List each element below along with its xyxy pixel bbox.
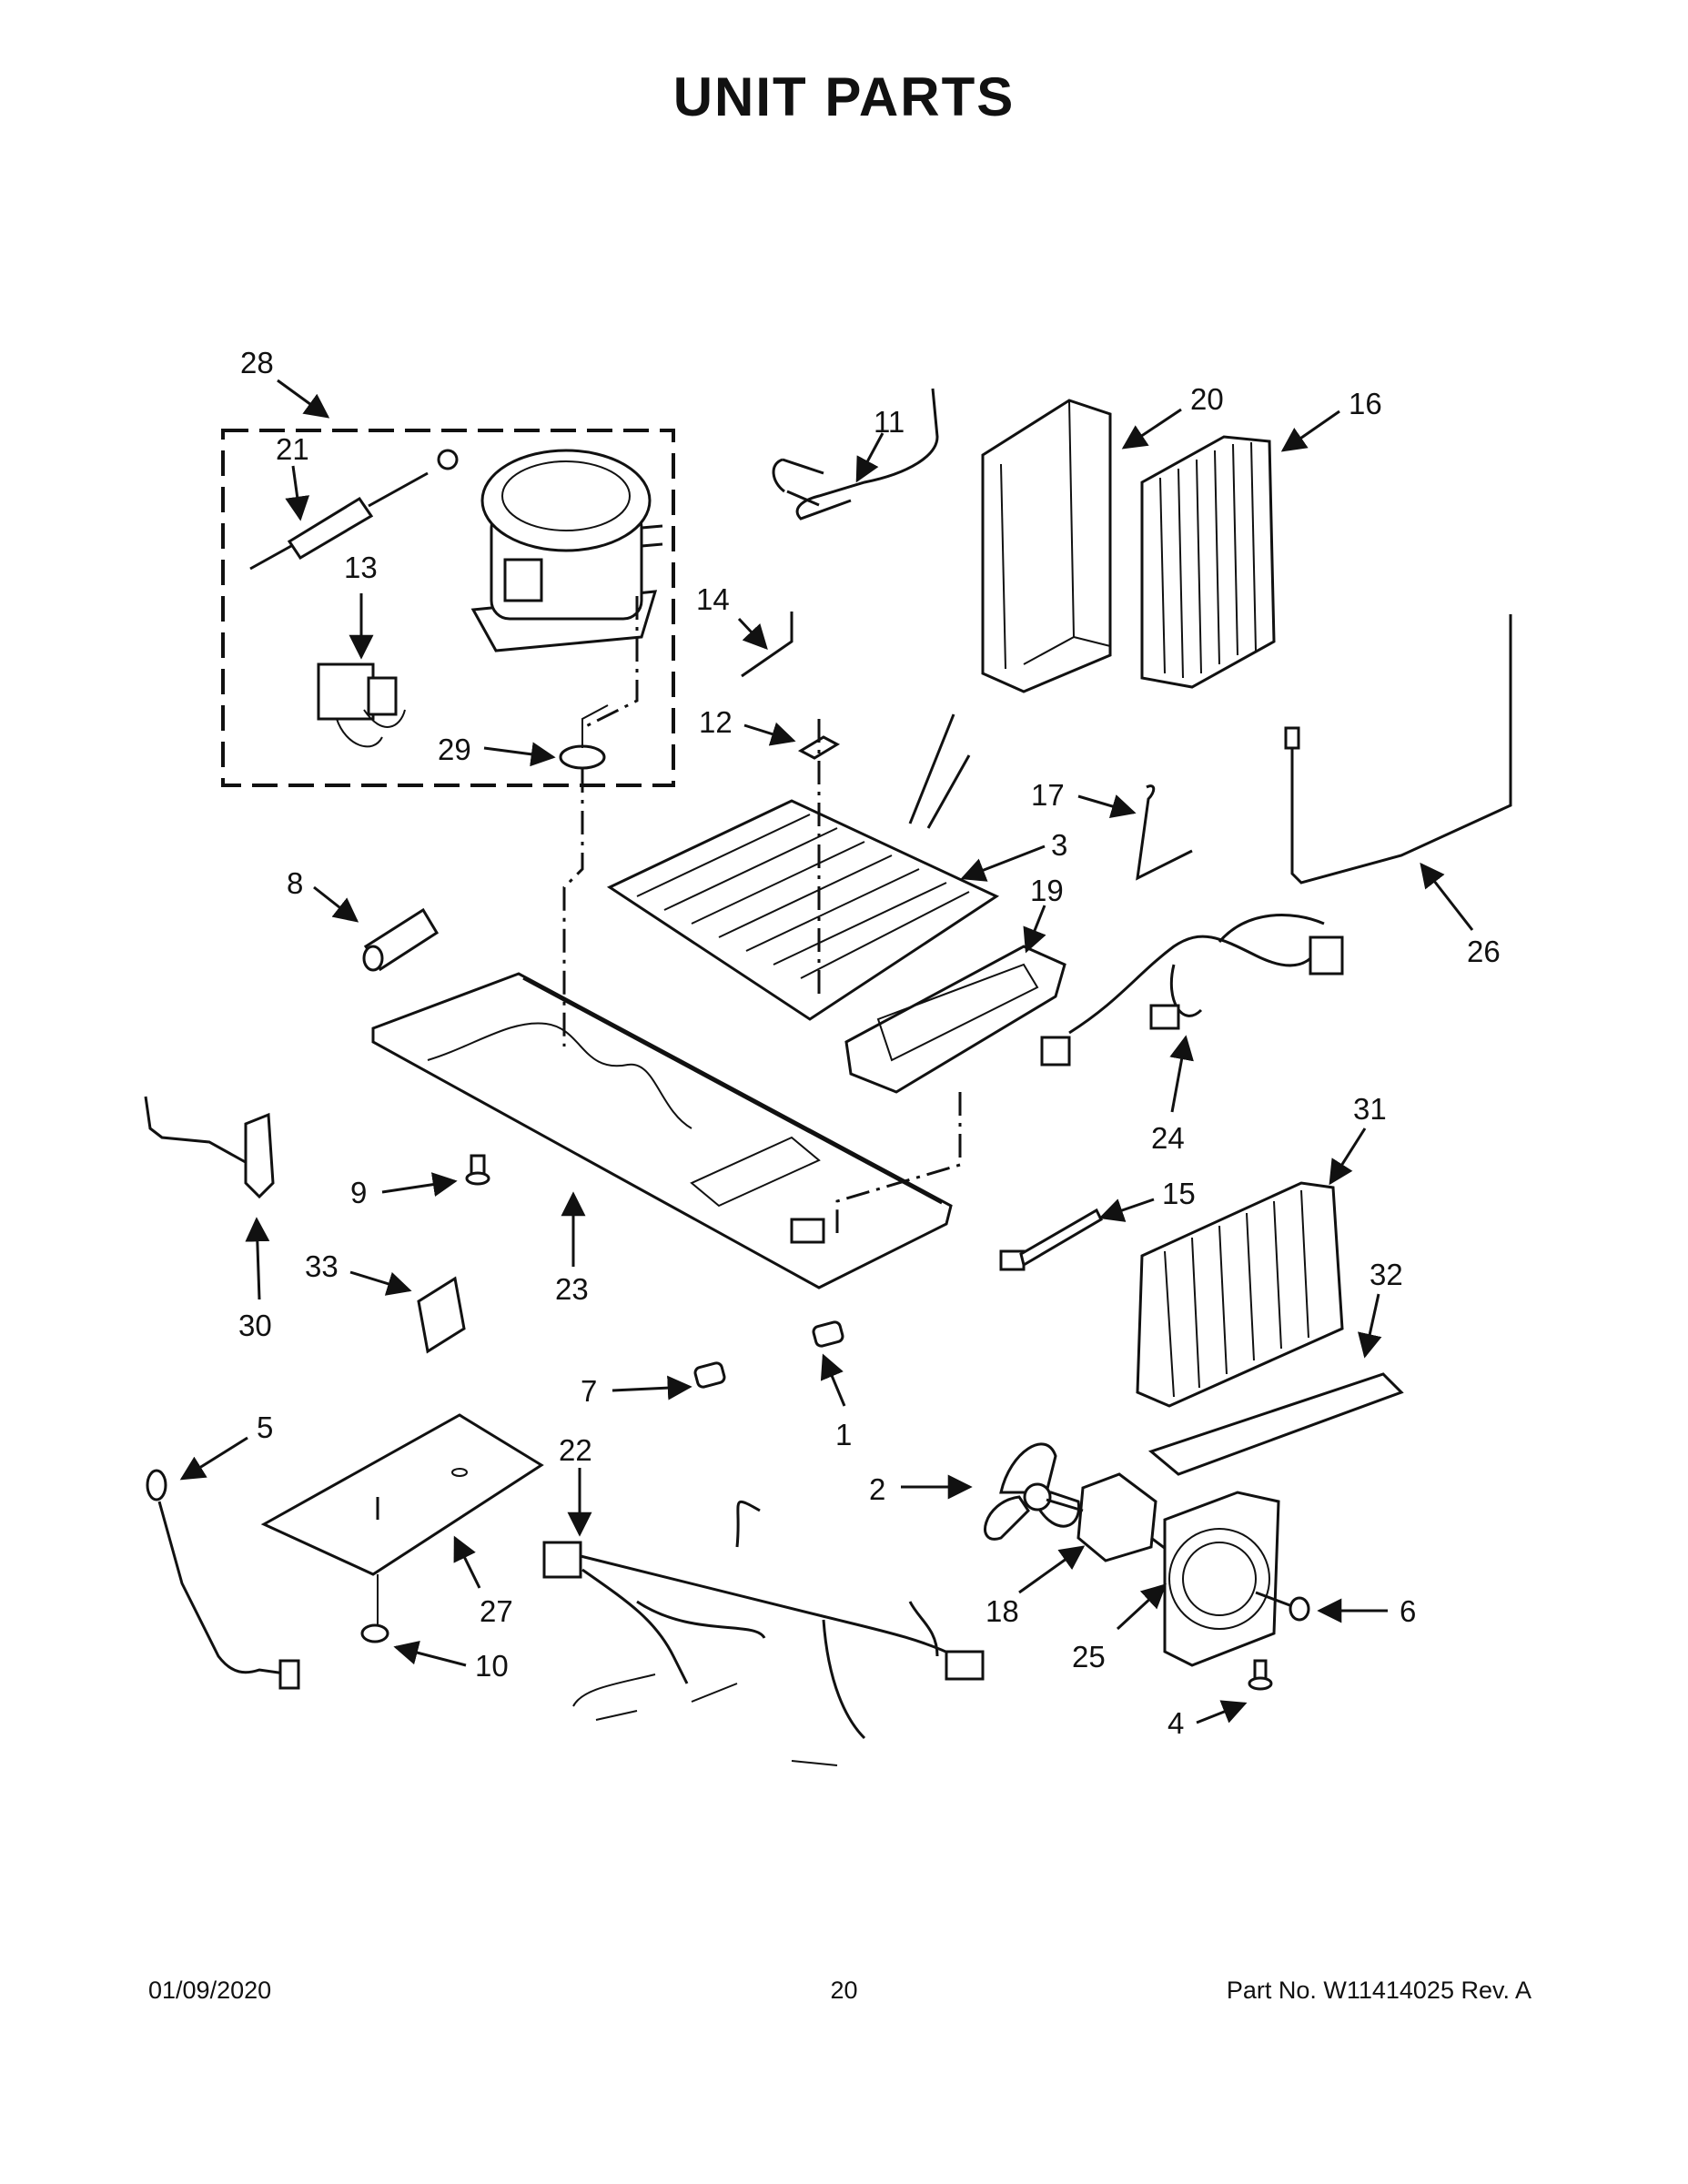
evaporator-part <box>606 713 1000 1021</box>
callout-7: 7 <box>581 1374 597 1408</box>
relay-part <box>317 662 406 748</box>
cover-32-part <box>1147 1372 1404 1476</box>
coil-31-part <box>1136 1181 1344 1408</box>
grommet-part <box>559 704 609 770</box>
condenser-shroud-part <box>981 399 1112 693</box>
callout-arrows <box>179 379 1474 1724</box>
footer-page-number: 20 <box>830 1977 858 2004</box>
callout-21: 21 <box>276 432 309 466</box>
page-title: UNIT PARTS <box>672 66 1016 127</box>
pad-33-part <box>417 1276 466 1354</box>
condenser-coil-part <box>1140 435 1276 689</box>
callout-26: 26 <box>1467 935 1501 968</box>
sensor-30-part <box>144 1096 275 1199</box>
power-cord-24-part <box>1040 914 1344 1067</box>
callout-30: 30 <box>238 1309 272 1342</box>
callout-25: 25 <box>1072 1640 1106 1673</box>
callout-19: 19 <box>1030 874 1064 907</box>
sheet-27-part <box>260 1413 544 1576</box>
footer-part-number: Part No. W11414025 Rev. A <box>1226 1977 1531 2004</box>
assembly-leader-lines <box>562 596 962 1233</box>
base-plate-23-part <box>371 972 953 1289</box>
callout-23: 23 <box>555 1272 589 1306</box>
callout-2: 2 <box>869 1472 885 1506</box>
callout-15: 15 <box>1162 1177 1196 1210</box>
callout-29: 29 <box>438 733 471 766</box>
spacer-7-part <box>693 1361 726 1389</box>
callout-28: 28 <box>240 346 274 379</box>
thermistor-26-part <box>1284 614 1512 885</box>
callout-32: 32 <box>1370 1258 1403 1291</box>
harness-22-part <box>542 1501 985 1766</box>
callout-6: 6 <box>1400 1594 1416 1628</box>
screw-4-part <box>1248 1659 1273 1691</box>
callout-31: 31 <box>1353 1092 1387 1126</box>
callout-17: 17 <box>1031 778 1065 812</box>
compressor-part <box>470 449 663 652</box>
screw-6-part <box>1255 1591 1310 1622</box>
sleeve-8-part <box>362 907 440 972</box>
callout-11: 11 <box>874 405 905 439</box>
tube-11-part <box>772 388 939 521</box>
callout-13: 13 <box>344 551 378 584</box>
screw-9-part <box>465 1154 490 1186</box>
callout-12: 12 <box>699 705 733 739</box>
callout-33: 33 <box>305 1249 339 1283</box>
callout-24: 24 <box>1151 1121 1185 1155</box>
clip-12-part <box>797 735 841 760</box>
tube-14-part <box>741 612 793 678</box>
callout-14: 14 <box>696 582 730 616</box>
callout-5: 5 <box>257 1410 273 1444</box>
callout-9: 9 <box>350 1176 367 1209</box>
fan-blade-2-part <box>984 1442 1081 1541</box>
callout-1: 1 <box>835 1418 852 1451</box>
callout-4: 4 <box>1167 1706 1184 1740</box>
compressor-kit-box <box>221 429 675 787</box>
callout-labels: 28 21 13 29 11 20 16 14 12 17 3 19 26 8 … <box>238 346 1501 1740</box>
spacer-1-part <box>812 1320 844 1348</box>
callout-8: 8 <box>287 866 303 900</box>
callout-3: 3 <box>1051 828 1067 862</box>
sensor-5-part <box>146 1469 300 1690</box>
callout-27: 27 <box>480 1594 513 1628</box>
clip-17-part <box>1136 784 1193 881</box>
fan-bracket-25-part <box>1163 1491 1280 1667</box>
callout-22: 22 <box>559 1433 592 1467</box>
filter-drier-part <box>249 449 459 571</box>
callout-20: 20 <box>1190 382 1224 416</box>
cable-tie-15-part <box>999 1208 1103 1271</box>
clip-10-part <box>360 1574 389 1643</box>
callout-16: 16 <box>1349 387 1382 420</box>
callout-18: 18 <box>986 1594 1019 1628</box>
callout-10: 10 <box>475 1649 509 1683</box>
footer-date: 01/09/2020 <box>148 1977 272 2004</box>
